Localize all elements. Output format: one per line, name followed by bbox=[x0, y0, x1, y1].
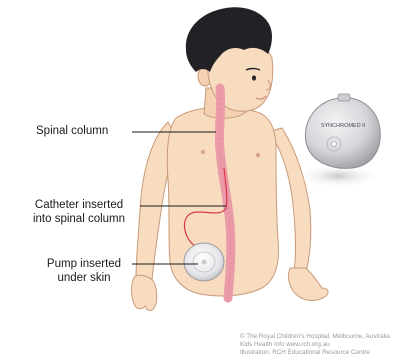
label-catheter-line1: Catheter inserted bbox=[16, 198, 142, 212]
nipple-left bbox=[201, 150, 205, 154]
label-pump: Pump inserted under skin bbox=[36, 257, 132, 285]
label-catheter: Catheter inserted into spinal column bbox=[16, 198, 142, 226]
eye bbox=[252, 75, 256, 80]
device-body bbox=[305, 98, 380, 168]
left-hand bbox=[132, 275, 157, 310]
label-spinal-column: Spinal column bbox=[36, 124, 108, 138]
label-pump-line1: Pump inserted bbox=[36, 257, 132, 271]
synchromed-device: SYNCHROMED II bbox=[294, 94, 382, 188]
label-catheter-line2: into spinal column bbox=[16, 212, 142, 226]
device-label: SYNCHROMED II bbox=[321, 123, 366, 129]
right-hand bbox=[288, 268, 328, 301]
label-pump-line2: under skin bbox=[36, 271, 132, 285]
credit-line-3: Illustration: RCH Educational Resource C… bbox=[240, 349, 410, 357]
implanted-pump bbox=[184, 243, 224, 281]
credit-line-2: Kids Health Info www.rch.org.au bbox=[240, 341, 410, 349]
credit-line-1: © The Royal Children's Hospital, Melbour… bbox=[240, 333, 410, 341]
nipple-right bbox=[256, 153, 260, 157]
device-tab bbox=[338, 94, 350, 101]
device-port bbox=[332, 142, 337, 147]
